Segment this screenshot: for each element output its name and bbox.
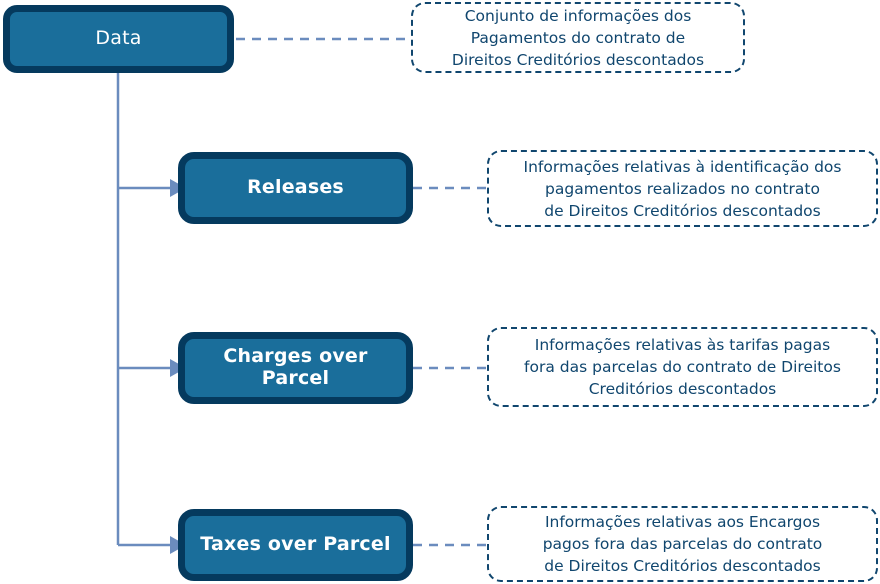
node-releases-label: Releases [247,176,344,199]
node-taxes-over-parcel-label: Taxes over Parcel [200,533,391,556]
note-taxes-over-parcel: Informações relativas aos Encargos pagos… [487,506,878,582]
note-releases: Informações relativas à identificação do… [487,150,878,227]
node-data-label: Data [95,27,142,50]
note-taxes-over-parcel-text: Informações relativas aos Encargos pagos… [542,513,823,575]
node-data[interactable]: Data [3,5,234,73]
note-releases-text: Informações relativas à identificação do… [523,157,842,220]
node-taxes-over-parcel[interactable]: Taxes over Parcel [178,509,413,581]
note-data: Conjunto de informações dos Pagamentos d… [411,2,745,73]
note-data-text: Conjunto de informações dos Pagamentos d… [451,6,705,69]
node-releases[interactable]: Releases [178,152,413,224]
node-charges-over-parcel[interactable]: Charges over Parcel [178,332,413,404]
node-charges-over-parcel-label: Charges over Parcel [223,345,368,389]
note-charges-over-parcel: Informações relativas às tarifas pagas f… [487,327,878,407]
note-charges-over-parcel-text: Informações relativas às tarifas pagas f… [524,336,841,398]
